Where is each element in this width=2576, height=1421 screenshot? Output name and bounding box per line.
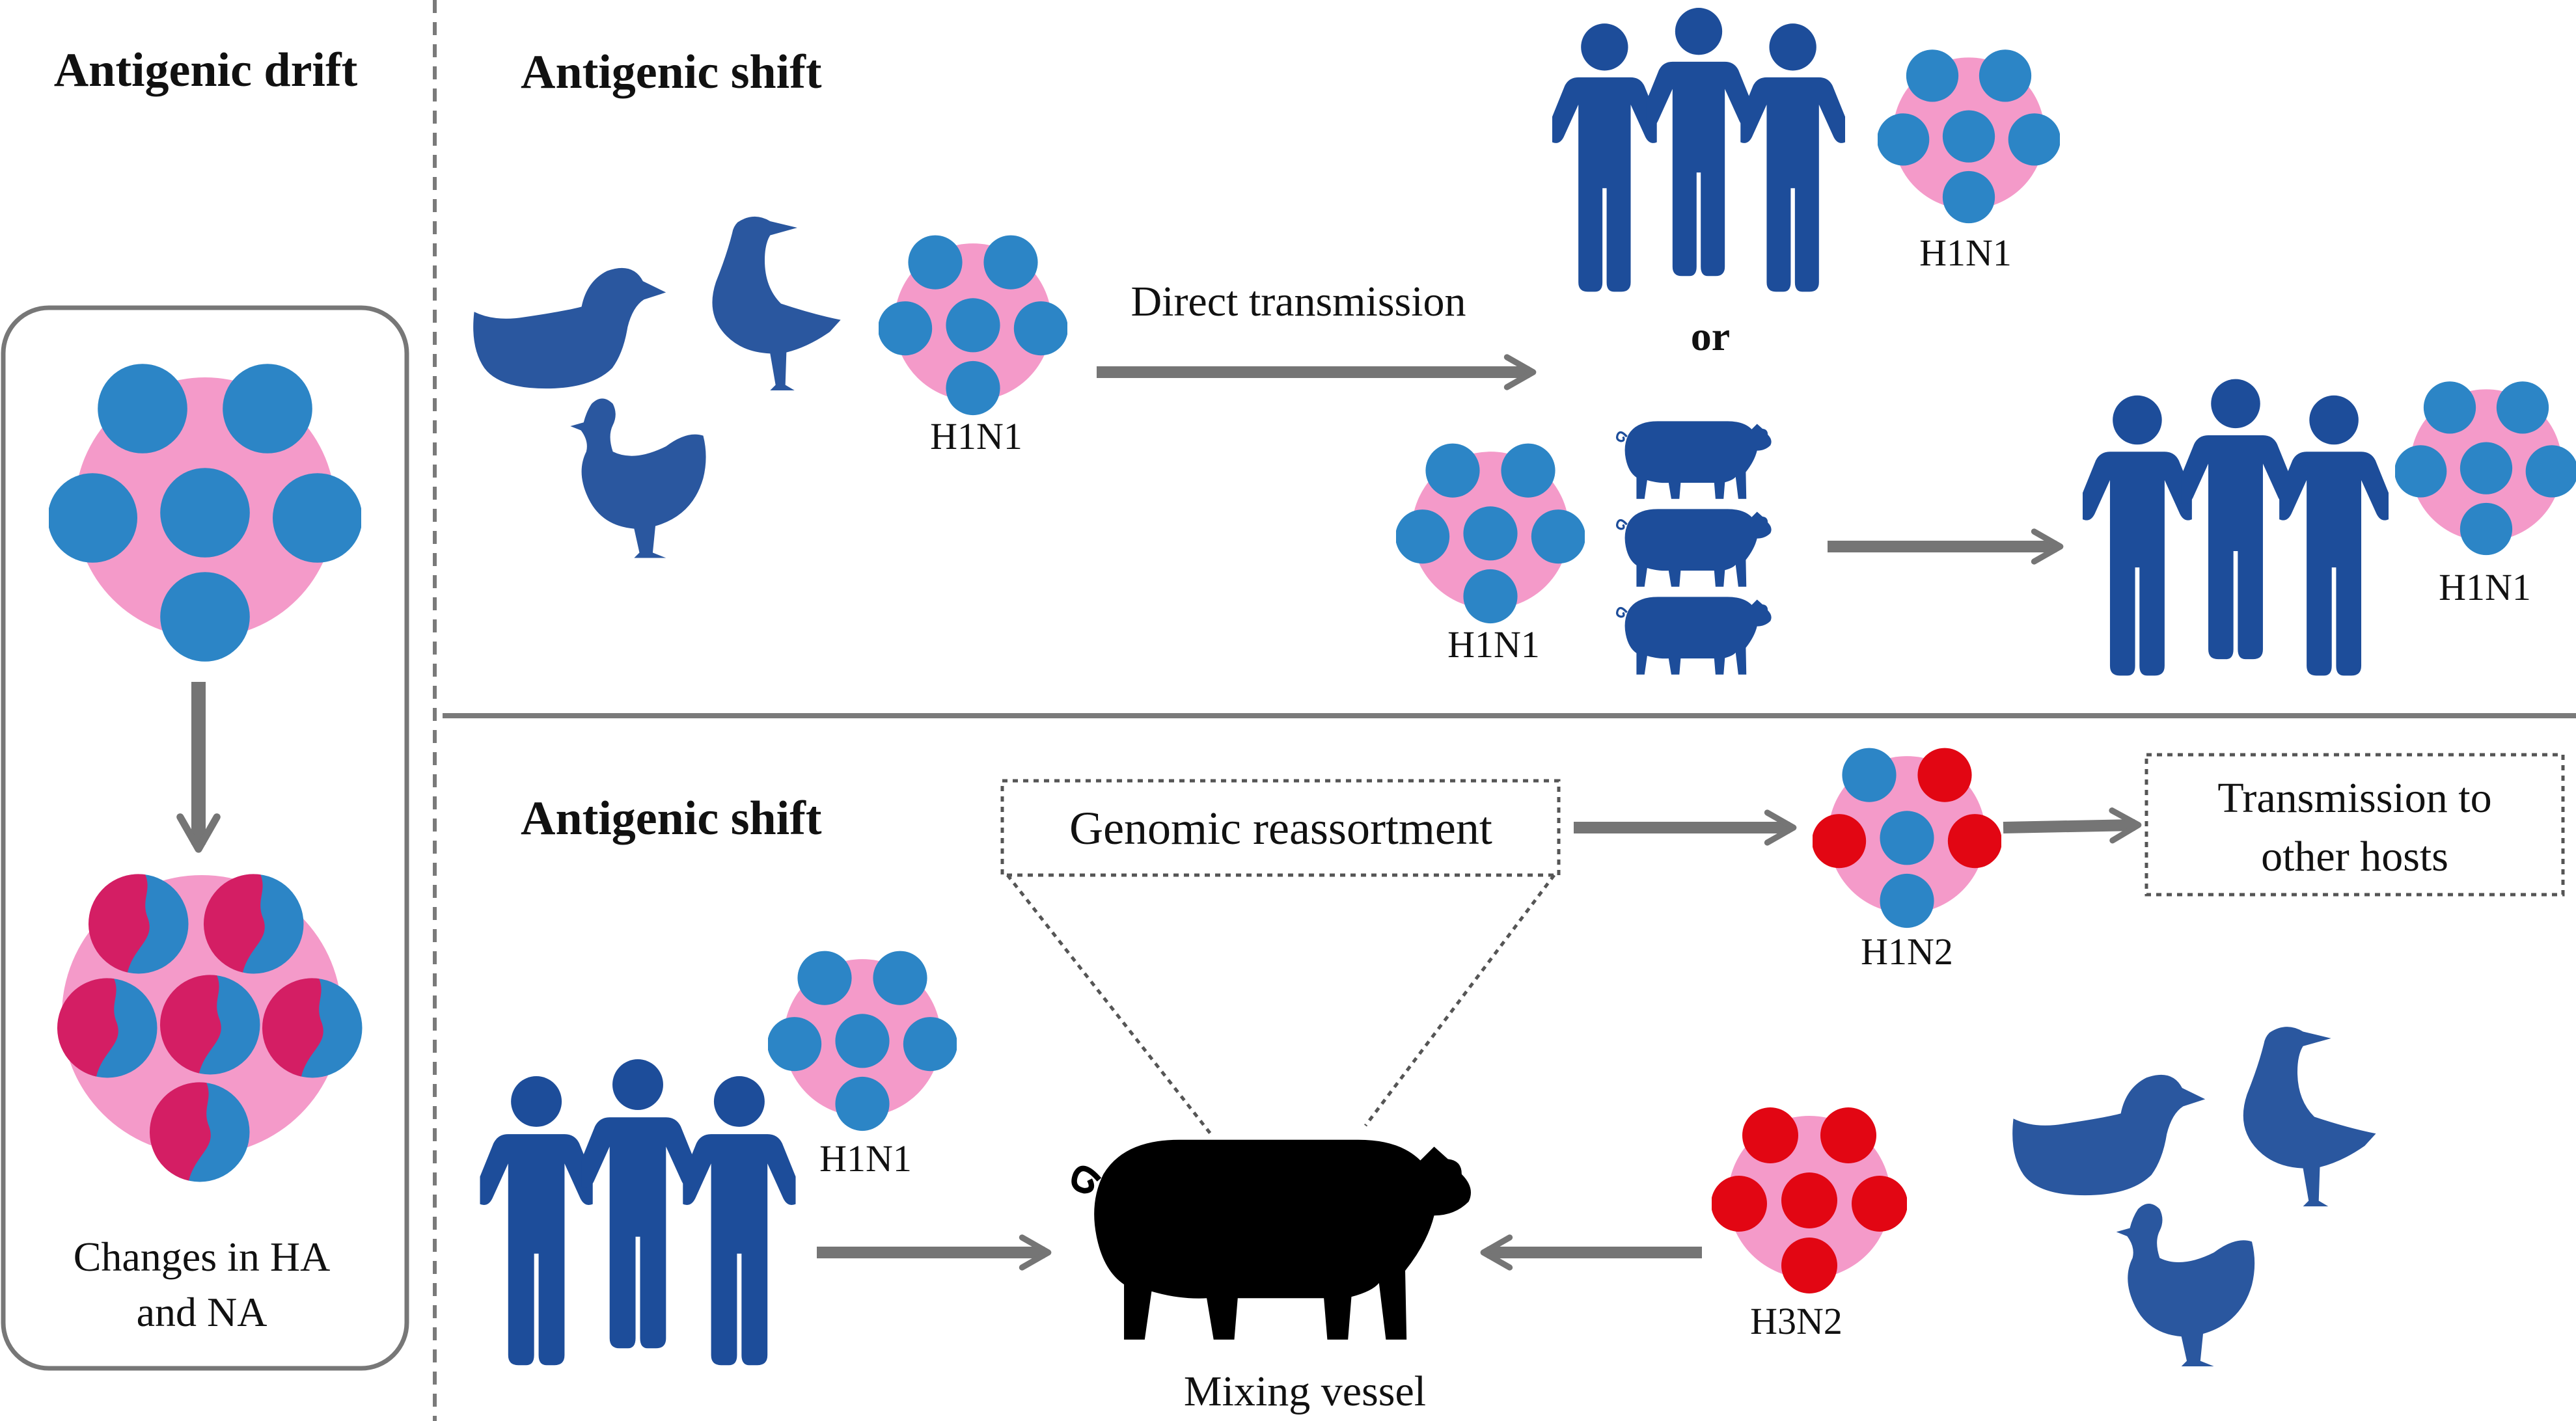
drift-caption-line2: and NA [137,1289,267,1335]
transmission-arrow [2003,807,2142,844]
virus-icon [1396,443,1585,624]
people-group-icon [1546,8,1852,291]
birds-group-top [473,216,841,558]
shift-reassortment-panel: Antigenic shift Genomic reassortment H1N… [473,748,2565,1415]
virus-label-birds-bottom: H3N2 [1750,1300,1843,1342]
direct-transmission-label: Direct transmission [1130,278,1466,325]
virus-icon [1712,1107,1907,1293]
pig-icon [1617,421,1772,498]
virus-icon [1813,748,2001,928]
virus-icon [879,235,1067,416]
mixing-vessel-label: Mixing vessel [1184,1368,1426,1415]
duck-icon [712,216,841,390]
virus-icon [2395,381,2576,556]
transmission-line2: other hosts [2261,833,2448,880]
chicken-icon [2116,1204,2255,1366]
original-virus-icon [49,364,361,662]
drift-box [1,305,409,1371]
people-group-icon [2076,379,2395,676]
drifted-virus-icon [57,874,363,1182]
shift-direct-title: Antigenic shift [521,46,822,99]
virus-icon [1878,49,2060,224]
virus-label-humans: H1N1 [819,1137,912,1180]
virus-label-pigs: H1N1 [1447,623,1540,666]
birds-group-bottom [2012,1027,2376,1366]
people-group-icon [473,1059,802,1365]
or-label: or [1691,313,1730,359]
duck-icon [473,267,666,389]
drift-title: Antigenic drift [54,44,358,97]
shift-direct-panel: Antigenic shift H1N1 Direct transmission… [473,8,2576,675]
pig-icon [1617,597,1772,674]
chicken-icon [570,398,706,558]
genomic-reassortment-label: Genomic reassortment [1069,802,1492,854]
transmission-box [2144,753,2565,897]
drift-panel: Antigenic drift Changes in HA and NA [1,44,409,1371]
duck-icon [2012,1074,2206,1196]
virus-icon [768,951,957,1131]
pig-icon [1617,509,1772,586]
virus-label-result: H1N2 [1861,930,1953,973]
genomic-reassortment-box [1000,779,1561,877]
virus-label-humans-right: H1N1 [2439,566,2531,608]
transmission-line1: Transmission to [2217,774,2491,822]
zoom-line-left [1006,874,1213,1137]
shift-reassortment-title: Antigenic shift [521,792,822,845]
virus-label-humans-top: H1N1 [1919,232,2012,274]
drift-caption-line1: Changes in HA [74,1234,331,1280]
pigs-group [1617,421,1772,674]
mixing-vessel-pig-icon [1075,1140,1471,1340]
virus-label-birds: H1N1 [930,415,1022,457]
zoom-line-right [1364,874,1555,1127]
duck-icon [2243,1027,2376,1207]
